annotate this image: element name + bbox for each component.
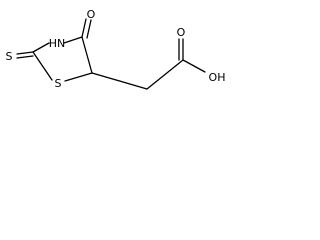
atom-s-thione: S	[6, 50, 13, 63]
atom-o-acid: O	[177, 26, 186, 39]
bond-c4-o-ketone-a	[81, 18, 87, 38]
atom-o-ketone: O	[87, 8, 96, 21]
atom-s-ring: S	[55, 77, 62, 90]
bond-ch2-cooh	[146, 59, 184, 90]
molecule-structure: O HN S S O OH	[6, 8, 226, 90]
bond-c2-s1	[32, 51, 53, 81]
bond-cooh-oh	[182, 59, 206, 73]
bond-c2-s-thione-b	[16, 55, 34, 59]
bond-c4-n3	[63, 36, 83, 44]
bond-c2-s-thione-a	[16, 51, 34, 55]
bond-n3-c2	[32, 42, 50, 53]
atom-nh: HN	[49, 37, 66, 50]
bond-c5-c4	[81, 36, 93, 74]
bond-c4-o-ketone-b	[86, 19, 92, 39]
bond-c5-ch2	[91, 72, 148, 90]
bond-s1-c5	[64, 72, 93, 82]
atom-oh: OH	[209, 71, 226, 84]
